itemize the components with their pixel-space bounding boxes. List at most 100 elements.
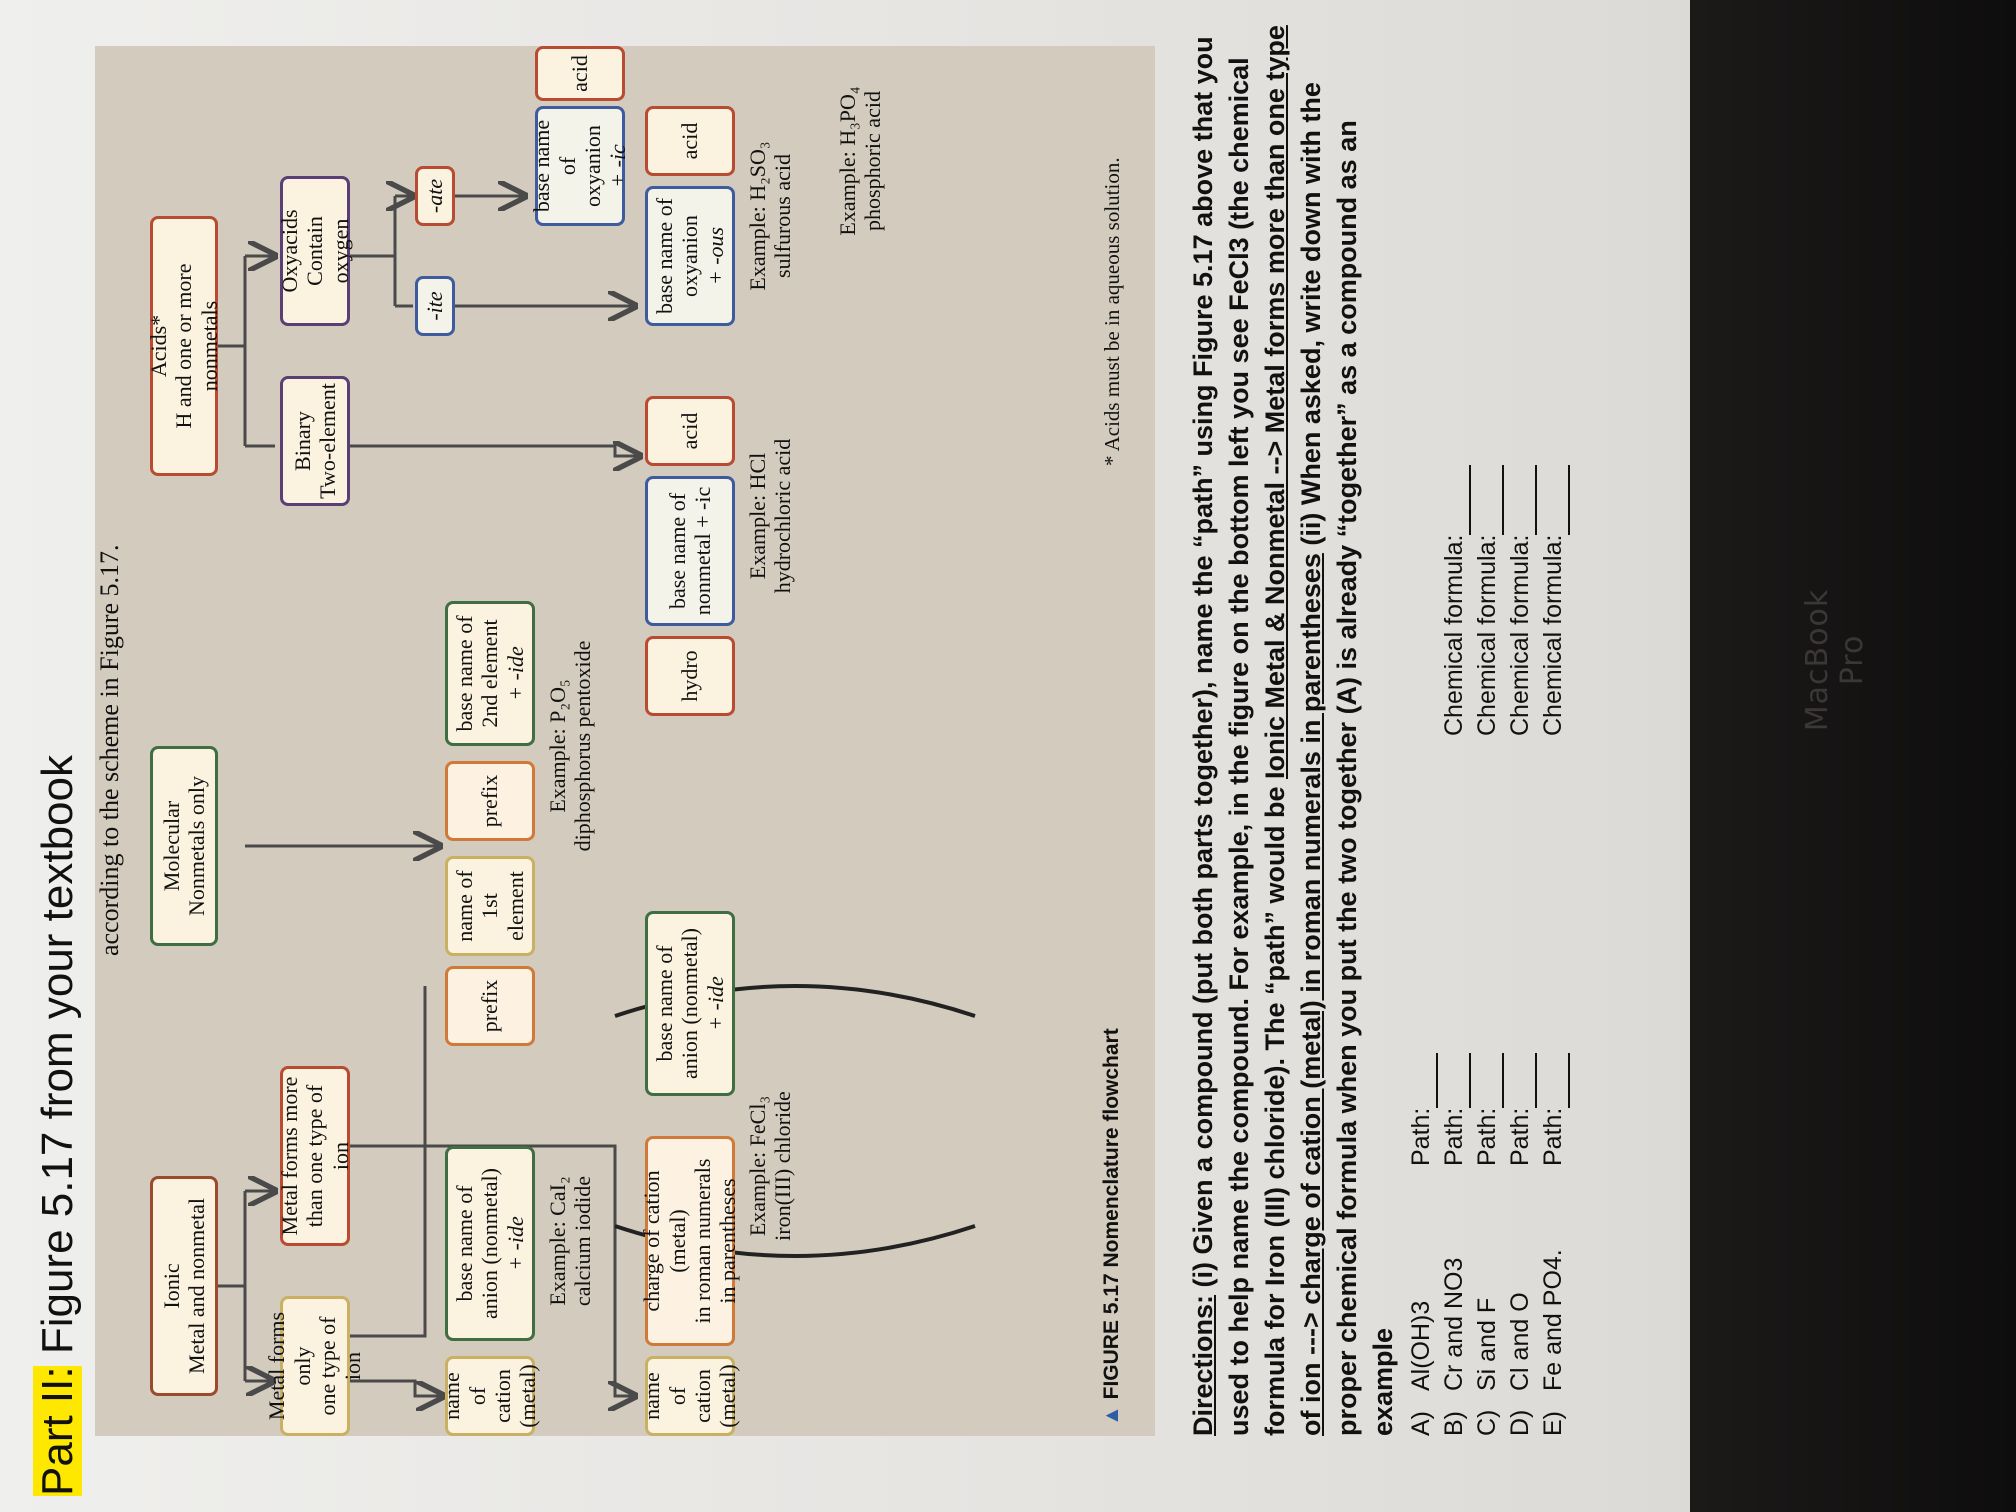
- question-compound: Fe and PO4.: [1539, 1249, 1567, 1391]
- binary-acid-base-box: base name of nonmetal + -ic: [645, 476, 735, 626]
- ionic-box: Ionic Metal and nonmetal: [150, 1176, 218, 1396]
- example-fecl3-name: iron(III) chloride: [770, 1091, 796, 1241]
- path-answer-line[interactable]: [1447, 1052, 1471, 1108]
- ionic-cation-box: name of cation (metal): [439, 1356, 540, 1436]
- question-list: A) Al(OH)3 Path: B) Cr and NO3 Path: Che…: [1405, 36, 1570, 1436]
- flowchart-connectors: [215, 46, 976, 1436]
- oxyacids-title: Oxyacids: [277, 209, 303, 293]
- path-label: Path:: [1438, 1052, 1471, 1166]
- anion1-line1: base name of: [452, 1185, 478, 1302]
- part-label: Part II:: [33, 1366, 82, 1496]
- ous-base-box: base name of oxyanion + -ous: [645, 186, 735, 326]
- first-element-line2: 1st: [477, 893, 503, 919]
- formula-answer-line[interactable]: [1513, 464, 1537, 535]
- directions-label: Directions:: [1188, 1294, 1218, 1436]
- example-cai2-formula: Example: CaI₂: [545, 1176, 570, 1306]
- metal-more-line1: Metal forms more: [277, 1076, 303, 1236]
- metal-one-line2: one type of ion: [315, 1316, 366, 1416]
- second-element-line3: + -ide: [502, 646, 528, 701]
- path-label: Path:: [1405, 1052, 1438, 1166]
- charge-line2: in roman numerals: [690, 1158, 715, 1324]
- oxyacids-subtitle: Contain oxygen: [302, 216, 353, 286]
- question-letter: A): [1407, 1411, 1435, 1436]
- metal-one-line1: Metal forms only: [264, 1311, 315, 1421]
- metal-one-ion-box: Metal forms only one type of ion: [264, 1296, 365, 1436]
- path-answer-line[interactable]: [1513, 1052, 1537, 1108]
- formula-label: Chemical formula:: [1438, 464, 1471, 736]
- anion2-line1: base name of: [652, 945, 678, 1062]
- path-label-text: Path:: [1440, 1107, 1468, 1166]
- ionic-title: Ionic: [158, 1263, 184, 1309]
- example-h2so3-formula: Example: H₂SO₃: [745, 141, 770, 291]
- second-element-box: base name of 2nd element + -ide: [445, 601, 535, 746]
- formula-label-text: Chemical formula:: [1440, 534, 1468, 736]
- first-element-line3: element: [502, 871, 528, 941]
- molecular-title: Molecular: [158, 800, 184, 892]
- formula-answer-line[interactable]: [1480, 464, 1504, 535]
- prefix1-box: prefix: [445, 966, 535, 1046]
- second-element-line1: base name of: [452, 615, 478, 732]
- prefix2-box: prefix: [445, 761, 535, 841]
- question-compound: Al(OH)3: [1407, 1300, 1435, 1391]
- question-a: A) Al(OH)3 Path:: [1405, 36, 1438, 1436]
- molecular-box: Molecular Nonmetals only: [150, 746, 218, 946]
- first-element-box: name of 1st element: [445, 856, 535, 956]
- formula-answer-line[interactable]: [1546, 464, 1570, 535]
- formula-label-text: Chemical formula:: [1506, 534, 1534, 736]
- question-d: D) Cl and O Path: Chemical formula:: [1504, 36, 1537, 1436]
- binary-acid-box: acid: [645, 396, 735, 466]
- acids-subtitle: H and one or more nonmetals: [171, 263, 222, 429]
- figure-caption: ▲ FIGURE 5.17 Nomenclature flowchart: [1100, 1028, 1124, 1426]
- binary-base-line2: nonmetal + -ic: [690, 486, 715, 616]
- figure-intro: according to the scheme in Figure 5.17.: [95, 544, 124, 956]
- oxyacids-box: Oxyacids Contain oxygen: [277, 176, 353, 326]
- acids-box: Acids* H and one or more nonmetals: [146, 216, 222, 476]
- molecular-subtitle: Nonmetals only: [184, 776, 209, 916]
- question-letter: E): [1539, 1411, 1567, 1436]
- metal-more-line2: than one type of ion: [302, 1084, 353, 1228]
- anion1-line3: + -ide: [502, 1216, 528, 1271]
- ite-box: -ite: [415, 276, 455, 336]
- title-text: Figure 5.17 from your textbook: [33, 755, 82, 1367]
- question-b: B) Cr and NO3 Path: Chemical formula:: [1438, 36, 1471, 1436]
- question-letter: D): [1506, 1409, 1534, 1436]
- ic-base-line1: base name of: [529, 119, 580, 213]
- example-h3po4-formula: Example: H₃PO₄: [835, 86, 860, 236]
- path-answer-line[interactable]: [1414, 1052, 1438, 1108]
- ionic-subtitle: Metal and nonmetal: [184, 1198, 209, 1374]
- ous-acid-box: acid: [645, 106, 735, 176]
- ous-base-line1: base name of: [652, 197, 678, 315]
- question-c: C) Si and F Path: Chemical formula:: [1471, 36, 1504, 1436]
- example-p2o5: Example: P₂O₅ diphosphorus pentoxide: [545, 616, 596, 876]
- binary-title: Binary: [289, 411, 315, 471]
- hydro-box: hydro: [645, 636, 735, 716]
- example-fecl3: Example: FeCl₃ iron(III) chloride: [745, 1056, 796, 1276]
- example-h2so3-name: sulfurous acid: [770, 153, 796, 279]
- charge-roman-box: charge of cation (metal) in roman numera…: [639, 1136, 740, 1346]
- multi-anion-box: base name of anion (nonmetal) + -ide: [645, 911, 735, 1096]
- directions-text: Directions: (i) Given a compound (put bo…: [1185, 16, 1401, 1436]
- ic-base-line2: oxyanion: [580, 125, 605, 207]
- formula-answer-line[interactable]: [1447, 464, 1471, 535]
- example-cai2-name: calcium iodide: [570, 1175, 596, 1307]
- ic-base-box: base name of oxyanion + -ic: [529, 106, 630, 226]
- path-label: Path:: [1537, 1052, 1570, 1166]
- formula-label: Chemical formula:: [1471, 464, 1504, 736]
- anion1-line2: anion (nonmetal): [477, 1168, 503, 1319]
- binary-subtitle: Two-element: [315, 383, 340, 499]
- ous-base-line2: oxyanion: [677, 215, 703, 297]
- figure-footnote: * Acids must be in aqueous solution.: [1100, 157, 1124, 466]
- path-label-text: Path:: [1473, 1107, 1501, 1166]
- question-e: E) Fe and PO4. Path: Chemical formula:: [1537, 36, 1570, 1436]
- example-h3po4-name: phosphoric acid: [860, 91, 886, 231]
- path-answer-line[interactable]: [1546, 1052, 1570, 1108]
- worksheet-page: Part II: Figure 5.17 from your textbook: [15, 6, 1675, 1506]
- path-answer-line[interactable]: [1480, 1052, 1504, 1108]
- example-p2o5-name: diphosphorus pentoxide: [570, 640, 596, 852]
- anion2-line3: + -ide: [702, 976, 728, 1031]
- caption-triangle-icon: ▲: [1100, 1405, 1123, 1426]
- question-compound: Cl and O: [1506, 1292, 1534, 1391]
- formula-label: Chemical formula:: [1537, 464, 1570, 736]
- screen-content: Part II: Figure 5.17 from your textbook: [0, 0, 1690, 1512]
- example-h3po4: Example: H₃PO₄ phosphoric acid: [835, 56, 886, 266]
